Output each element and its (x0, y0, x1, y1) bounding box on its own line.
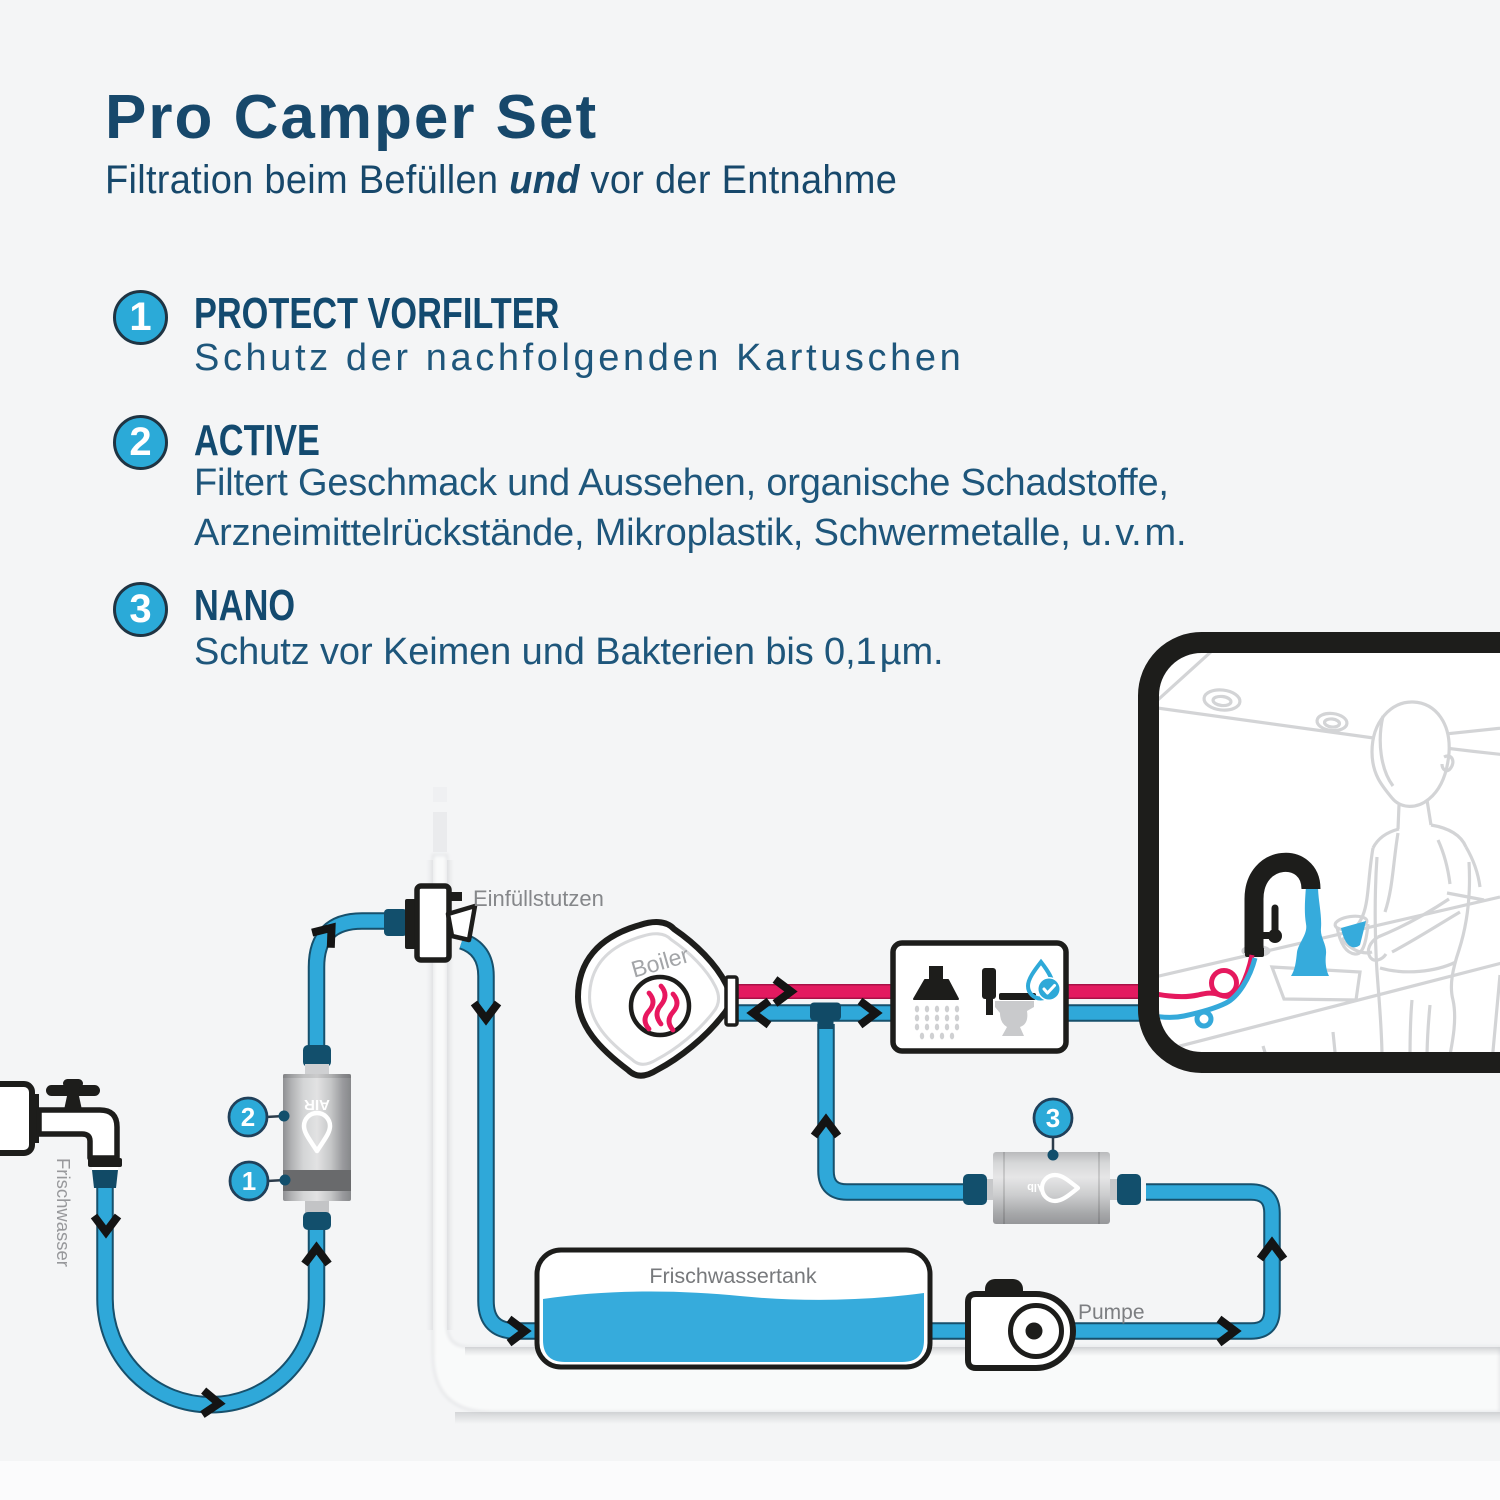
svg-text:1: 1 (242, 1166, 256, 1196)
svg-text:AIR: AIR (304, 1096, 330, 1113)
svg-text:Alb: Alb (1027, 1181, 1045, 1193)
svg-text:Pumpe: Pumpe (1078, 1301, 1145, 1324)
svg-text:Frischwassertank: Frischwassertank (649, 1264, 817, 1288)
svg-text:Einfüllstutzen: Einfüllstutzen (473, 886, 604, 911)
svg-text:3: 3 (1046, 1103, 1060, 1133)
svg-text:Frischwasser: Frischwasser (53, 1158, 74, 1267)
svg-text:2: 2 (241, 1102, 255, 1132)
